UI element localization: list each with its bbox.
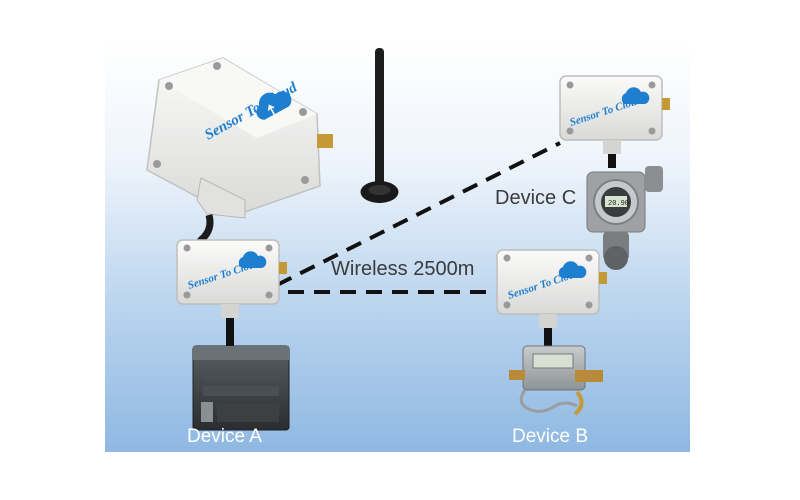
cloud-upload-icon	[558, 261, 587, 278]
wireless-link-a-c	[276, 141, 561, 287]
cloud-upload-icon	[621, 87, 650, 104]
sensor-enclosure-a	[176, 239, 287, 348]
plc-controller	[192, 345, 290, 431]
antenna-icon	[360, 48, 399, 203]
device-b-label: Device B	[512, 426, 589, 447]
gas-detector	[586, 166, 663, 270]
flow-meter	[509, 345, 603, 416]
gauge-reading: 20.90	[608, 200, 629, 208]
wireless-network-diagram: Sensor To Cloud Sensor To Cloud 20.90	[146, 48, 670, 431]
wireless-range-label: Wireless 2500m	[331, 258, 475, 280]
cloud-upload-icon	[238, 251, 267, 268]
device-c-label: Device C	[495, 187, 577, 209]
device-a-label: Device A	[187, 426, 262, 447]
gateway-enclosure	[146, 57, 333, 255]
cloud-upload-icon	[256, 91, 292, 120]
